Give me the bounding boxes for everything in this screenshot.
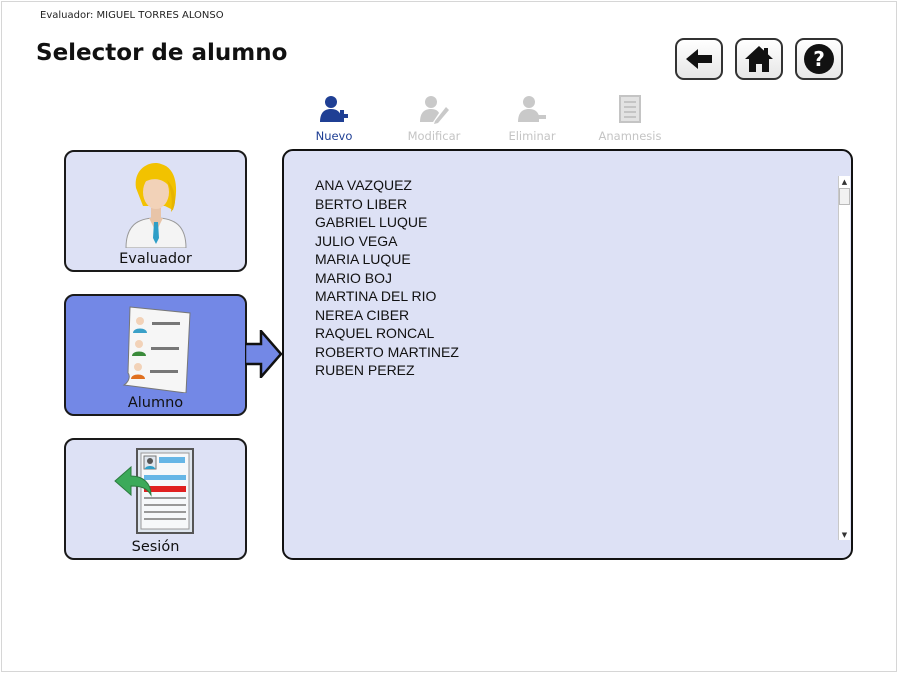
edit-user-icon [420, 96, 449, 124]
add-user-icon [320, 96, 348, 122]
session-card-label: Sesión [131, 539, 180, 555]
question-icon: ? [804, 44, 834, 74]
student-list-item[interactable]: MARIA LUQUE [315, 251, 411, 267]
student-card[interactable]: Alumno [64, 294, 247, 416]
arrow-left-icon [686, 49, 712, 69]
student-list-item[interactable]: MARIO BOJ [315, 269, 393, 286]
modify-label: Modificar [407, 129, 461, 143]
student-list-item[interactable]: NEREA CIBER [315, 306, 410, 323]
modify-student-button[interactable]: Modificar [389, 94, 479, 143]
student-list-panel [282, 149, 853, 560]
anamnesis-button[interactable]: Anamnesis [585, 94, 675, 143]
student-list-item[interactable]: RAQUEL RONCAL [315, 325, 435, 341]
evaluator-avatar-icon [124, 163, 187, 248]
new-label: Nuevo [315, 129, 353, 143]
scroll-up-icon[interactable]: ▲ [841, 177, 848, 186]
evaluator-name: Evaluador: MIGUEL TORRES ALONSO [40, 10, 224, 21]
student-list[interactable]: ANA VAZQUEZ BERTO LIBER GABRIEL LUQUE JU… [315, 176, 459, 380]
scroll-thumb[interactable] [839, 188, 850, 205]
student-list-icon [122, 306, 191, 393]
student-list-item[interactable]: JULIO VEGA [315, 232, 398, 249]
delete-label: Eliminar [508, 129, 556, 143]
delete-student-button[interactable]: Eliminar [487, 94, 577, 143]
page-title: Selector de alumno [36, 40, 288, 66]
svg-text:?: ? [813, 47, 825, 71]
back-button[interactable] [675, 38, 723, 80]
help-button[interactable]: ? [795, 38, 843, 80]
scroll-down-icon[interactable]: ▼ [841, 530, 848, 539]
remove-user-icon [518, 96, 546, 122]
home-icon [745, 46, 773, 72]
anamnesis-label: Anamnesis [598, 129, 662, 143]
session-document-icon [113, 448, 194, 534]
student-list-item[interactable]: ANA VAZQUEZ [315, 177, 412, 193]
student-card-label: Alumno [127, 395, 184, 411]
student-list-item[interactable]: ROBERTO MARTINEZ [315, 343, 459, 360]
list-scrollbar[interactable]: ▲ ▼ [838, 176, 850, 540]
session-card[interactable]: Sesión [64, 438, 247, 560]
student-list-item[interactable]: BERTO LIBER [315, 195, 408, 212]
student-list-item[interactable]: RUBEN PEREZ [315, 362, 415, 378]
selection-arrow-icon [245, 330, 283, 378]
evaluator-card[interactable]: Evaluador [64, 150, 247, 272]
evaluator-card-label: Evaluador [119, 251, 192, 267]
home-button[interactable] [735, 38, 783, 80]
student-list-item[interactable]: MARTINA DEL RIO [315, 288, 437, 304]
document-icon [619, 95, 641, 123]
new-student-button[interactable]: Nuevo [289, 94, 379, 143]
student-list-item[interactable]: GABRIEL LUQUE [315, 214, 428, 230]
